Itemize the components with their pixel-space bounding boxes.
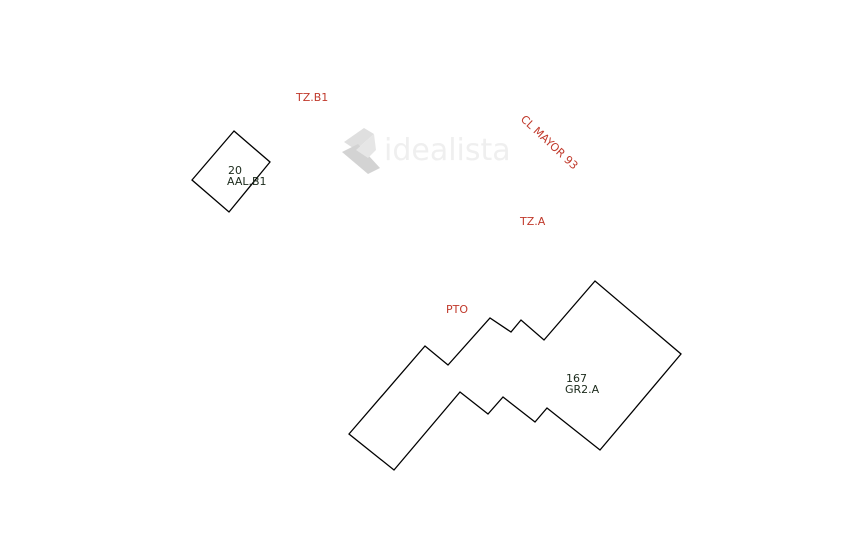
parcel-167-code: GR2.A (565, 383, 600, 396)
watermark-text: idealista (384, 133, 511, 168)
zone-label-tz-b1: TZ.B1 (295, 91, 328, 104)
parcel-167-outline[interactable] (348, 280, 682, 471)
parcel-20-number: 20 (228, 164, 242, 177)
watermark: idealista (342, 128, 511, 174)
zone-label-pto: PTO (446, 303, 468, 316)
street-label-cl-mayor-93: CL MAYOR 93 (518, 113, 581, 173)
parcel-167-number: 167 (566, 372, 587, 385)
watermark-logo-icon (342, 128, 380, 174)
zone-label-tz-a: TZ.A (519, 215, 546, 228)
parcel-20-code: AAL.B1 (227, 175, 267, 188)
parcel-20-outline[interactable] (191, 130, 271, 213)
